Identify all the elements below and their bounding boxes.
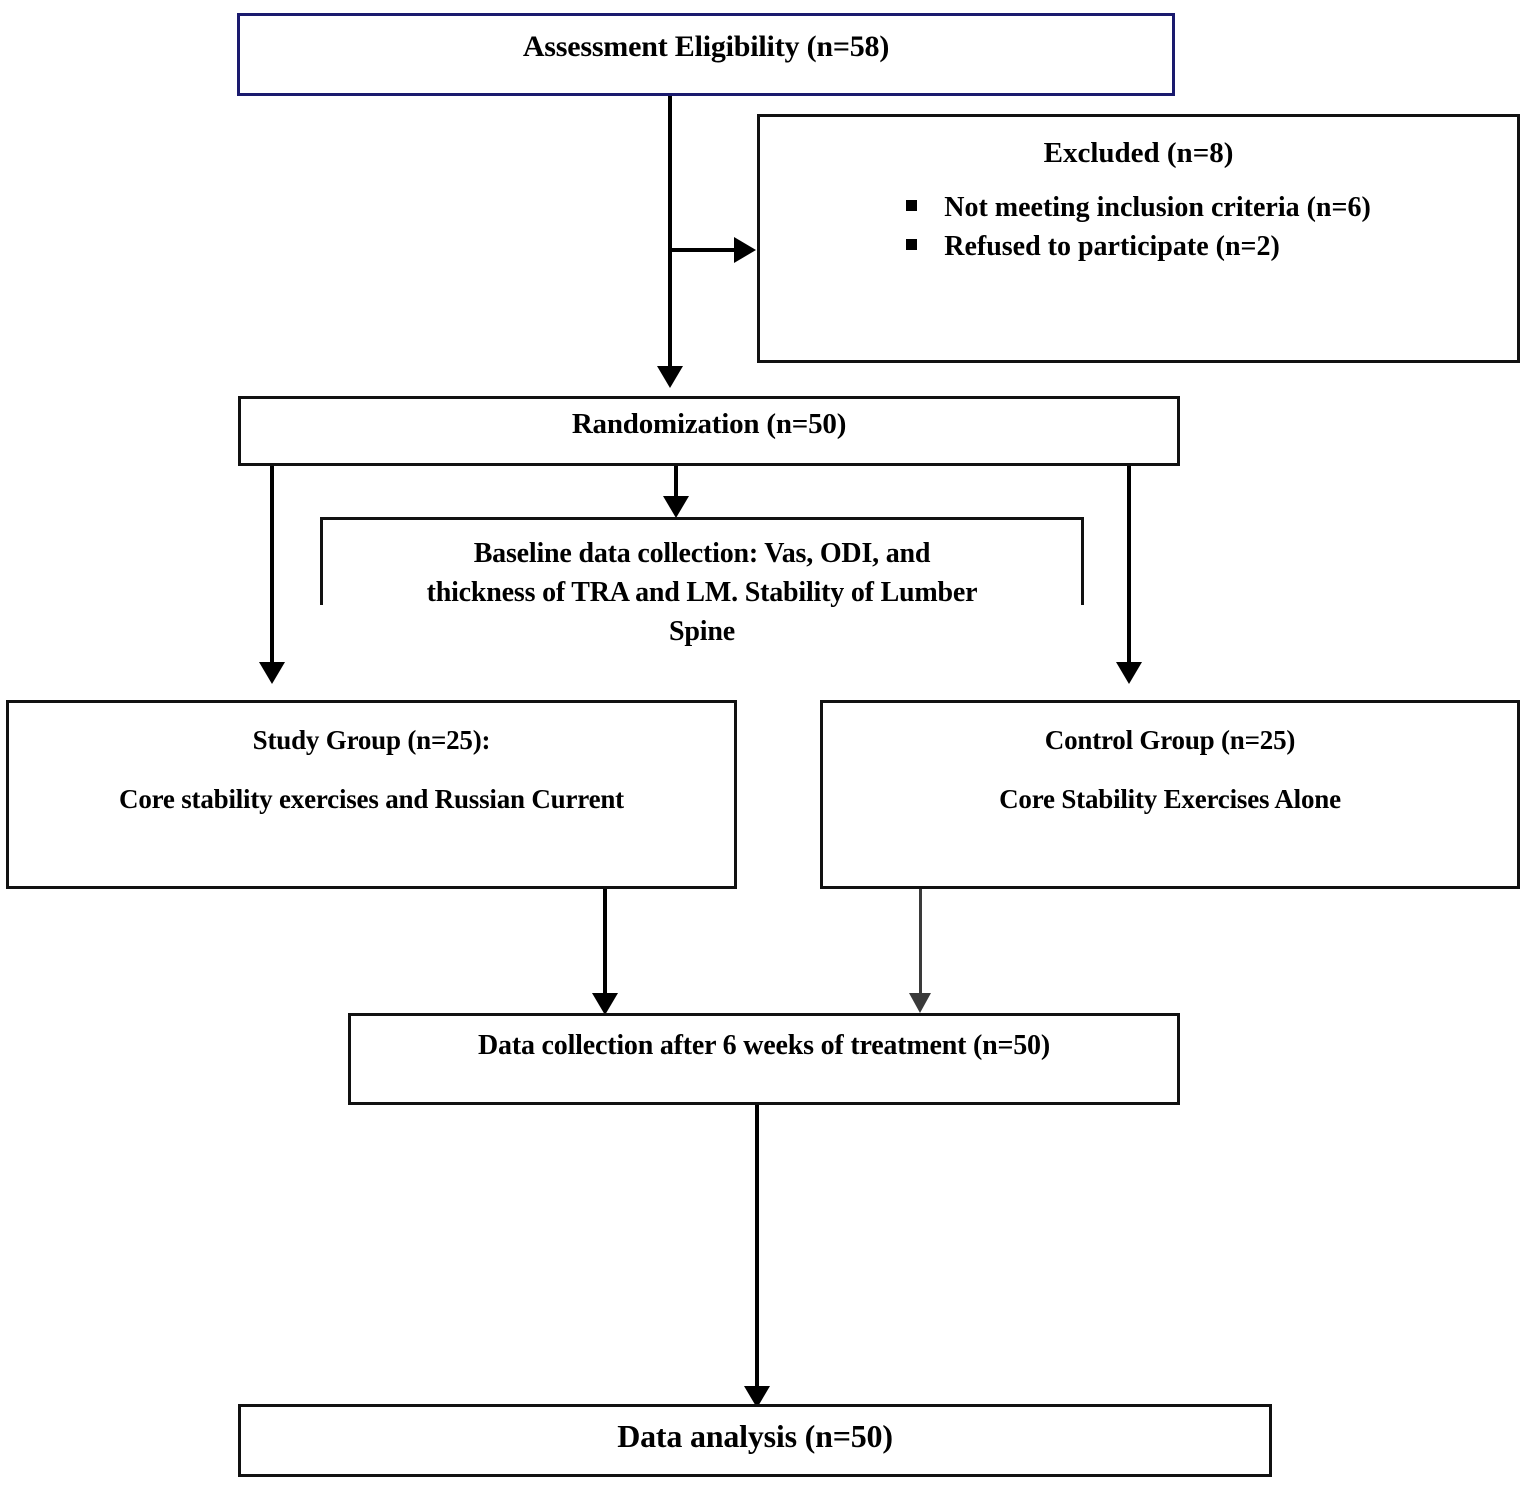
baseline-label-line1: Baseline data collection: Vas, ODI, and: [473, 538, 931, 569]
node-data-collection-6-weeks: Data collection after 6 weeks of treatme…: [348, 1013, 1180, 1105]
node-control-group: Control Group (n=25) Core Stability Exer…: [820, 700, 1520, 889]
excluded-bullet-label: Refused to participate (n=2): [944, 231, 1280, 262]
connector-randomization-study: [270, 466, 274, 664]
excluded-bullet-list: Not meeting inclusion criteria (n=6) Ref…: [906, 192, 1371, 270]
arrowhead-to-data-analysis: [744, 1386, 770, 1408]
bracket-mask-left: [320, 605, 325, 635]
bracket-mask-right: [1079, 605, 1084, 635]
connector-randomization-control: [1127, 466, 1131, 664]
arrowhead-to-baseline: [663, 496, 689, 518]
control-group-label-line2: Core Stability Exercises Alone: [999, 784, 1341, 814]
study-group-label-line2: Core stability exercises and Russian Cur…: [119, 784, 624, 814]
connector-datacollection-analysis: [755, 1105, 759, 1390]
arrowhead-to-control-group: [1116, 662, 1142, 684]
connector-study-datacollection: [603, 889, 607, 997]
node-data-analysis: Data analysis (n=50): [238, 1404, 1272, 1477]
square-bullet-icon: [906, 200, 918, 211]
data-collection-label: Data collection after 6 weeks of treatme…: [478, 1030, 1050, 1061]
node-randomization: Randomization (n=50): [238, 396, 1180, 466]
excluded-bullet-label: Not meeting inclusion criteria (n=6): [944, 192, 1371, 223]
node-study-group: Study Group (n=25): Core stability exerc…: [6, 700, 737, 889]
control-group-label-line1: Control Group (n=25): [1044, 725, 1296, 755]
arrowhead-study-to-datacollection: [592, 993, 618, 1015]
arrowhead-to-randomization: [657, 366, 683, 388]
list-item: Not meeting inclusion criteria (n=6): [906, 192, 1371, 224]
randomization-label: Randomization (n=50): [571, 408, 847, 440]
study-group-label-line1: Study Group (n=25):: [252, 725, 491, 755]
connector-randomization-baseline: [674, 466, 678, 499]
excluded-heading: Excluded (n=8): [1043, 137, 1234, 169]
list-item: Refused to participate (n=2): [906, 231, 1371, 263]
assessment-eligibility-label: Assessment Eligibility (n=58): [522, 30, 890, 63]
connector-eligibility-trunk: [668, 96, 672, 368]
arrowhead-control-to-datacollection: [909, 993, 931, 1013]
arrowhead-to-study-group: [259, 662, 285, 684]
arrowhead-to-excluded: [734, 237, 756, 263]
data-analysis-label: Data analysis (n=50): [617, 1418, 893, 1454]
square-bullet-icon: [906, 239, 918, 250]
node-baseline-data-collection: Baseline data collection: Vas, ODI, and …: [320, 517, 1084, 647]
connector-to-excluded: [668, 248, 736, 252]
baseline-label-line3: Spine: [669, 615, 735, 647]
node-excluded: Excluded (n=8) Not meeting inclusion cri…: [757, 114, 1520, 363]
baseline-label-line2: thickness of TRA and LM. Stability of Lu…: [426, 576, 978, 608]
connector-control-datacollection: [919, 889, 922, 997]
node-assessment-eligibility: Assessment Eligibility (n=58): [237, 13, 1175, 96]
